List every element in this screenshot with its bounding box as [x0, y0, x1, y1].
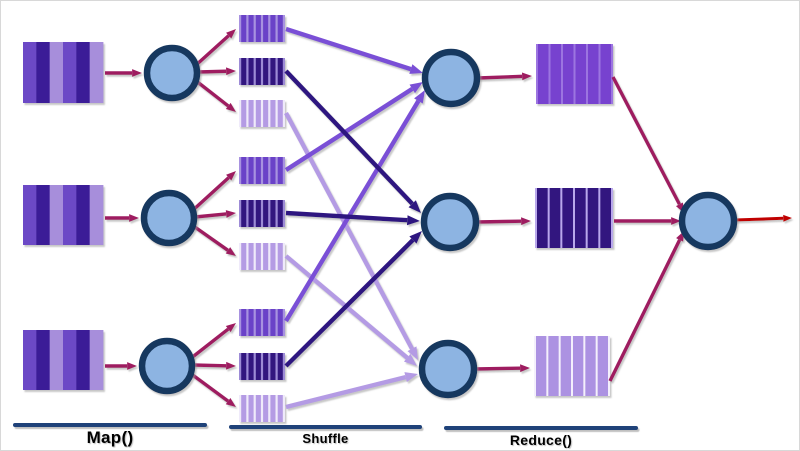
partition-2-medium — [239, 157, 285, 184]
edge-output3-merge — [608, 231, 684, 382]
input-block-1 — [23, 42, 104, 103]
edge-reduce1-output1 — [477, 72, 532, 81]
reduce-node-1 — [421, 48, 481, 108]
partition-3-light — [239, 395, 285, 422]
map-node-1 — [143, 44, 201, 102]
edge-reduce2-output2 — [476, 217, 531, 226]
edge-partition2-dark-reduce2 — [285, 210, 420, 226]
edge-map3-partition3-medium — [188, 323, 236, 361]
edge-input2-map2 — [105, 214, 139, 222]
output-block-3 — [534, 336, 610, 396]
partition-1-light — [239, 100, 285, 127]
output-block-2 — [535, 188, 613, 248]
edge-merge-final-output — [734, 214, 792, 222]
edge-input3-map3 — [105, 362, 137, 370]
edge-partition1-dark-reduce2 — [284, 69, 421, 213]
reduce-section-label: Reduce() — [509, 432, 573, 448]
shuffle-section-label: Shuffle — [302, 431, 349, 446]
edge-partition3-light-reduce3 — [285, 372, 418, 410]
edge-map2-partition2-medium — [190, 171, 236, 213]
map-section-underline — [13, 423, 207, 427]
edge-reduce3-output3 — [474, 364, 530, 373]
input-block-2 — [23, 185, 104, 245]
partition-3-dark — [239, 353, 285, 380]
input-block-3 — [23, 330, 104, 390]
edge-map1-partition1-light — [193, 78, 236, 112]
map-node-3 — [138, 337, 196, 395]
map-section-label: Map() — [86, 428, 134, 447]
shuffle-section-underline — [229, 425, 422, 429]
reduce-node-3 — [418, 339, 478, 399]
edge-map2-partition2-light — [191, 223, 236, 256]
edge-input1-map1 — [105, 69, 142, 77]
partition-1-dark — [239, 58, 285, 85]
output-block-1 — [536, 44, 613, 104]
partition-2-light — [239, 243, 285, 270]
edge-map1-partition1-dark — [197, 67, 236, 76]
partition-3-medium — [239, 309, 285, 336]
edge-partition1-medium-reduce1 — [285, 26, 423, 74]
edge-map3-partition3-dark — [192, 361, 236, 370]
edge-partition2-medium-reduce1 — [284, 82, 423, 172]
edge-partition3-dark-reduce2 — [284, 231, 422, 368]
partition-2-dark — [239, 200, 285, 227]
edge-partition1-light-reduce3 — [284, 111, 418, 360]
edge-map3-partition3-light — [188, 371, 236, 407]
merge-node — [678, 191, 738, 251]
partition-1-medium — [239, 15, 285, 42]
map-node-2 — [140, 189, 198, 247]
edge-map2-partition2-dark — [194, 210, 236, 219]
edge-partition3-medium-reduce1 — [284, 90, 425, 323]
reduce-node-2 — [420, 192, 480, 252]
edge-output1-merge — [611, 76, 684, 213]
edge-output2-merge — [614, 217, 681, 225]
edge-map1-partition1-medium — [193, 29, 236, 68]
reduce-section-underline — [444, 426, 638, 430]
